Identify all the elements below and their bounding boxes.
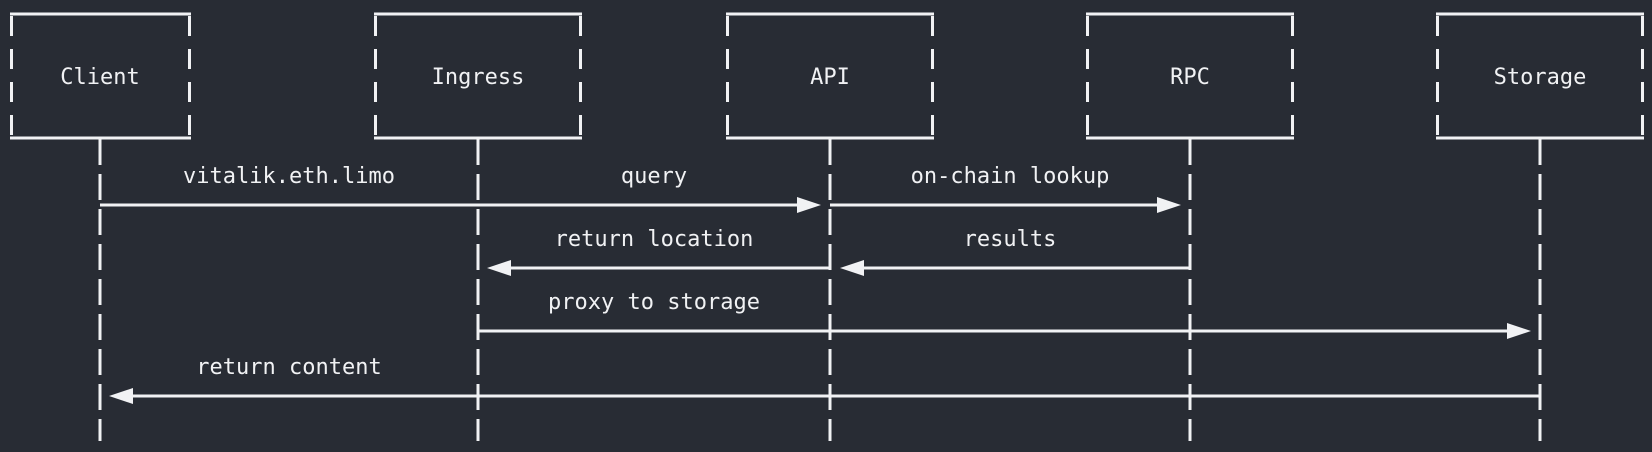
message-label-return-content: return content — [196, 355, 381, 380]
arrowhead-icon — [840, 260, 864, 276]
message-row-2: return location results — [487, 227, 1190, 276]
actor-ingress: Ingress — [374, 12, 582, 441]
message-row-4: return content — [109, 355, 1540, 404]
actor-storage: Storage — [1436, 12, 1644, 441]
message-row-1: vitalik.eth.limo query on-chain lookup — [100, 164, 1181, 213]
arrowhead-icon — [1157, 197, 1181, 213]
message-label-results: results — [964, 227, 1057, 252]
arrowhead-icon — [487, 260, 511, 276]
actor-label-rpc: RPC — [1170, 65, 1210, 90]
arrowhead-icon — [1507, 323, 1531, 339]
actor-label-ingress: Ingress — [432, 65, 525, 90]
message-label-return-location: return location — [555, 227, 754, 252]
arrowhead-icon — [109, 388, 133, 404]
message-row-3: proxy to storage — [478, 290, 1531, 339]
actor-rpc: RPC — [1086, 12, 1294, 441]
actor-label-storage: Storage — [1494, 65, 1587, 90]
message-label-query: query — [621, 164, 687, 189]
actor-client: Client — [10, 12, 191, 441]
actor-label-api: API — [810, 65, 850, 90]
actor-label-client: Client — [60, 65, 139, 90]
arrowhead-icon — [797, 197, 821, 213]
message-label-proxy-to-storage: proxy to storage — [548, 290, 760, 315]
message-label-on-chain-lookup: on-chain lookup — [911, 164, 1110, 189]
message-label-vitalik-eth-limo: vitalik.eth.limo — [183, 164, 395, 189]
actor-api: API — [726, 12, 934, 441]
